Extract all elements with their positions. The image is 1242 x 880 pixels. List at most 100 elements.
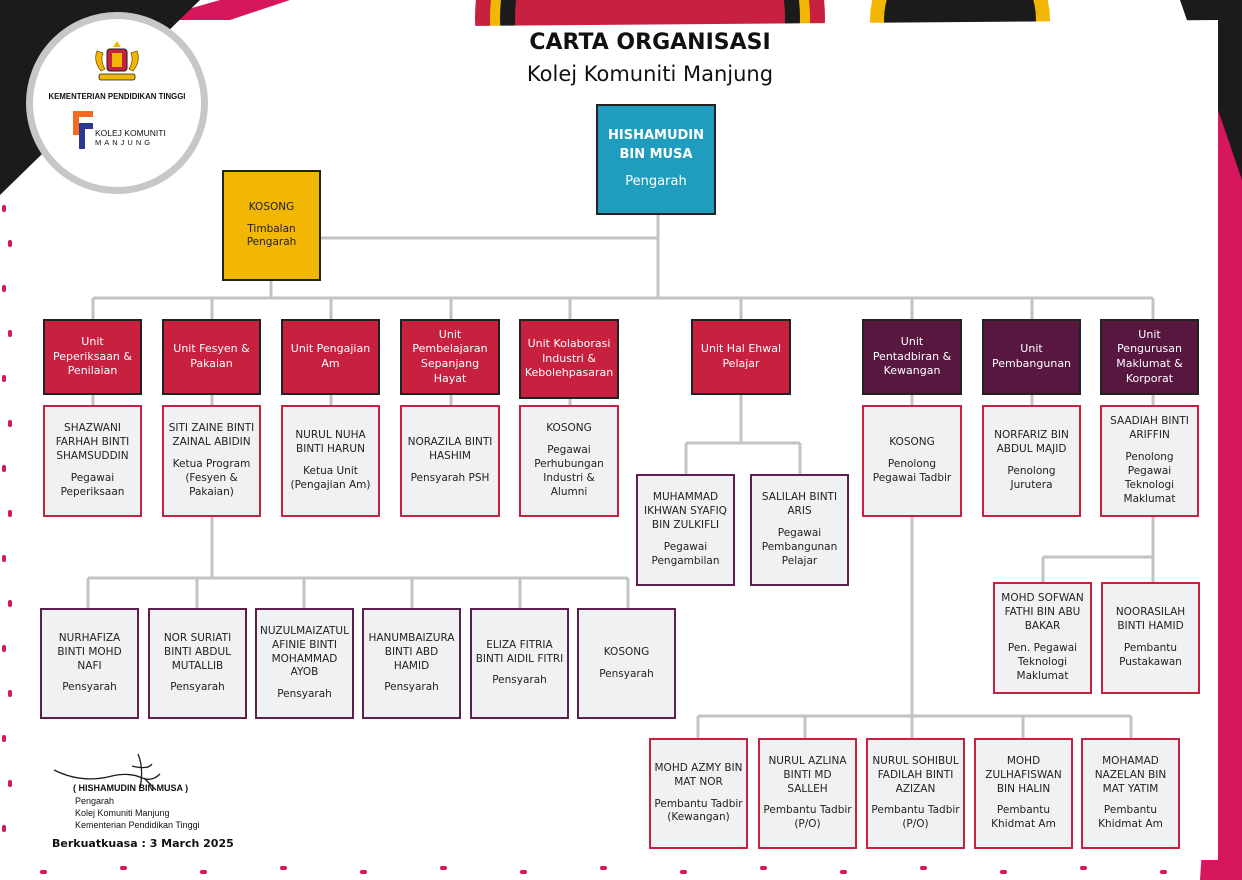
staff-name: MOHD AZMY BIN MAT NOR	[654, 761, 743, 788]
director-box: HISHAMUDIN BIN MUSA Pengarah	[596, 104, 716, 215]
staff-role: Penolong Pegawai Tadbir	[872, 458, 952, 484]
college-logo-line1: KOLEJ KOMUNITI	[95, 128, 166, 138]
unit-label: Unit Kolaborasi Industri & Kebolehpasara…	[524, 337, 614, 380]
staff-role: Pegawai Pengambilan	[651, 540, 720, 567]
unit-kolaborasi-industri: Unit Kolaborasi Industri & Kebolehpasara…	[519, 319, 619, 399]
staff-card: MOHD AZMY BIN MAT NOR Pembantu Tadbir (K…	[649, 738, 748, 849]
page-title: CARTA ORGANISASI	[529, 30, 771, 55]
college-logo-line2: MANJUNG	[95, 138, 154, 147]
staff-role: Ketua Unit (Pengajian Am)	[290, 465, 371, 491]
signature-name: ( HISHAMUDIN BIN MUSA )	[73, 783, 189, 793]
unit-pembangunan: Unit Pembangunan	[982, 319, 1081, 395]
staff-name: ELIZA FITRIA BINTI AIDIL FITRI	[475, 638, 564, 665]
staff-card: ELIZA FITRIA BINTI AIDIL FITRI Pensyarah	[470, 608, 569, 719]
staff-card: NOR SURIATI BINTI ABDUL MUTALLIB Pensyar…	[148, 608, 247, 719]
staff-name: MOHAMAD NAZELAN BIN MAT YATIM	[1094, 754, 1167, 795]
unit-label: Unit Pembelajaran Sepanjang Hayat	[412, 327, 488, 385]
ministry-name: KEMENTERIAN PENDIDIKAN TINGGI	[48, 92, 186, 101]
staff-name: NURUL AZLINA BINTI MD SALLEH	[768, 754, 847, 795]
staff-role: Pembantu Pustakawan	[1119, 642, 1182, 668]
staff-card: SHAZWANI FARHAH BINTI SHAMSUDDIN Pegawai…	[43, 405, 142, 517]
staff-role: Pembantu Khidmat Am	[1098, 804, 1163, 831]
staff-role: Pensyarah	[384, 681, 439, 694]
staff-name: MOHD SOFWAN FATHI BIN ABU BAKAR	[1001, 592, 1084, 633]
staff-name: SAADIAH BINTI ARIFFIN	[1110, 415, 1189, 442]
kolej-komuniti-logo-icon	[73, 111, 93, 149]
signature-ministry: Kementerian Pendidikan Tinggi	[75, 820, 200, 830]
deputy-title: Timbalan Pengarah	[246, 222, 297, 249]
staff-role: Pensyarah	[599, 667, 654, 680]
staff-card: MOHD SOFWAN FATHI BIN ABU BAKAR Pen. Peg…	[993, 582, 1092, 694]
unit-label: Unit Fesyen & Pakaian	[173, 342, 250, 370]
staff-role: Pegawai Perhubungan Industri & Alumni	[534, 444, 604, 498]
staff-card: KOSONG Pegawai Perhubungan Industri & Al…	[519, 405, 619, 517]
staff-card: MOHD ZULHAFISWAN BIN HALIN Pembantu Khid…	[974, 738, 1073, 849]
staff-role: Pegawai Peperiksaan	[60, 471, 125, 498]
staff-card: NURHAFIZA BINTI MOHD NAFI Pensyarah	[40, 608, 139, 719]
unit-label: Unit Pengurusan Maklumat & Korporat	[1116, 327, 1183, 385]
staff-name: NOORASILAH BINTI HAMID	[1115, 606, 1186, 633]
staff-role: Pensyarah	[62, 681, 117, 694]
staff-role: Pegawai Pembangunan Pelajar	[761, 527, 838, 567]
unit-label: Unit Pengajian Am	[290, 342, 371, 370]
staff-card: NORAZILA BINTI HASHIM Pensyarah PSH	[400, 405, 500, 517]
staff-card: NOORASILAH BINTI HAMID Pembantu Pustakaw…	[1101, 582, 1200, 694]
staff-name: SALILAH BINTI ARIS	[761, 491, 838, 518]
unit-label: Unit Peperiksaan & Penilaian	[53, 335, 132, 378]
bottom-dots	[40, 866, 1167, 874]
staff-role: Pembantu Tadbir (Kewangan)	[654, 797, 743, 824]
unit-hal-ehwal-pelajar: Unit Hal Ehwal Pelajar	[691, 319, 791, 395]
staff-name: HANUMBAIZURA BINTI ABD HAMID	[368, 631, 455, 672]
staff-name: KOSONG	[546, 422, 592, 435]
staff-role: Penolong Pegawai Teknologi Maklumat	[1123, 451, 1176, 505]
signature-scribble-icon	[53, 753, 161, 791]
staff-name: SITI ZAINE BINTI ZAINAL ABIDIN	[168, 422, 255, 449]
unit-pembelajaran-sepanjang-hayat: Unit Pembelajaran Sepanjang Hayat	[400, 319, 500, 395]
staff-card: NORFARIZ BIN ABDUL MAJID Penolong Jurute…	[982, 405, 1081, 517]
staff-card: NURUL AZLINA BINTI MD SALLEH Pembantu Ta…	[758, 738, 857, 849]
unit-pengajian-am: Unit Pengajian Am	[281, 319, 380, 395]
director-name: HISHAMUDIN BIN MUSA	[607, 128, 705, 163]
staff-name: SHAZWANI FARHAH BINTI SHAMSUDDIN	[55, 422, 130, 463]
staff-role: Pensyarah PSH	[410, 471, 490, 484]
staff-card: KOSONG Pensyarah	[577, 608, 676, 719]
staff-name: KOSONG	[889, 436, 935, 449]
unit-pentadbiran-kewangan: Unit Pentadbiran & Kewangan	[862, 319, 962, 395]
staff-card: NUZULMAIZATUL AFINIE BINTI MOHAMMAD AYOB…	[255, 608, 354, 719]
staff-name: NOR SURIATI BINTI ABDUL MUTALLIB	[163, 631, 232, 672]
staff-role: Pembantu Tadbir (P/O)	[871, 804, 960, 831]
effective-date: Berkuatkuasa : 3 March 2025	[52, 837, 234, 850]
unit-label: Unit Pentadbiran & Kewangan	[872, 335, 952, 378]
signature-college: Kolej Komuniti Manjung	[75, 808, 170, 818]
staff-name: MUHAMMAD IKHWAN SYAFIQ BIN ZULKIFLI	[644, 491, 727, 532]
staff-card: KOSONG Penolong Pegawai Tadbir	[862, 405, 962, 517]
unit-label: Unit Hal Ehwal Pelajar	[700, 342, 782, 370]
unit-label: Unit Pembangunan	[991, 342, 1072, 370]
signature-title: Pengarah	[75, 796, 115, 806]
staff-card: SITI ZAINE BINTI ZAINAL ABIDIN Ketua Pro…	[162, 405, 261, 517]
malaysia-coat-of-arms-icon	[95, 41, 139, 81]
staff-role: Pembantu Tadbir (P/O)	[763, 804, 852, 831]
page-subtitle: Kolej Komuniti Manjung	[526, 62, 774, 86]
staff-name: NURUL NUHA BINTI HARUN	[295, 429, 366, 456]
staff-name: NURUL SOHIBUL FADILAH BINTI AZIZAN	[872, 754, 959, 795]
unit-peperiksaan-penilaian: Unit Peperiksaan & Penilaian	[43, 319, 142, 395]
staff-role: Penolong Jurutera	[1007, 465, 1056, 491]
deputy-name: KOSONG	[248, 200, 295, 213]
staff-role: Pen. Pegawai Teknologi Maklumat	[1007, 642, 1078, 682]
staff-card: HANUMBAIZURA BINTI ABD HAMID Pensyarah	[362, 608, 461, 719]
staff-card: SALILAH BINTI ARIS Pegawai Pembangunan P…	[750, 474, 849, 586]
staff-role: Pensyarah	[170, 681, 225, 694]
staff-name: KOSONG	[603, 645, 650, 658]
staff-name: NURHAFIZA BINTI MOHD NAFI	[57, 631, 122, 672]
staff-role: Pembantu Khidmat Am	[991, 804, 1056, 831]
staff-card: MOHAMAD NAZELAN BIN MAT YATIM Pembantu K…	[1081, 738, 1180, 849]
staff-card: SAADIAH BINTI ARIFFIN Penolong Pegawai T…	[1100, 405, 1199, 517]
director-title: Pengarah	[625, 173, 687, 189]
staff-card: NURUL SOHIBUL FADILAH BINTI AZIZAN Pemba…	[866, 738, 965, 849]
staff-name: NORFARIZ BIN ABDUL MAJID	[994, 429, 1069, 456]
unit-fesyen-pakaian: Unit Fesyen & Pakaian	[162, 319, 261, 395]
left-dots	[2, 205, 12, 832]
staff-name: NORAZILA BINTI HASHIM	[407, 436, 493, 463]
